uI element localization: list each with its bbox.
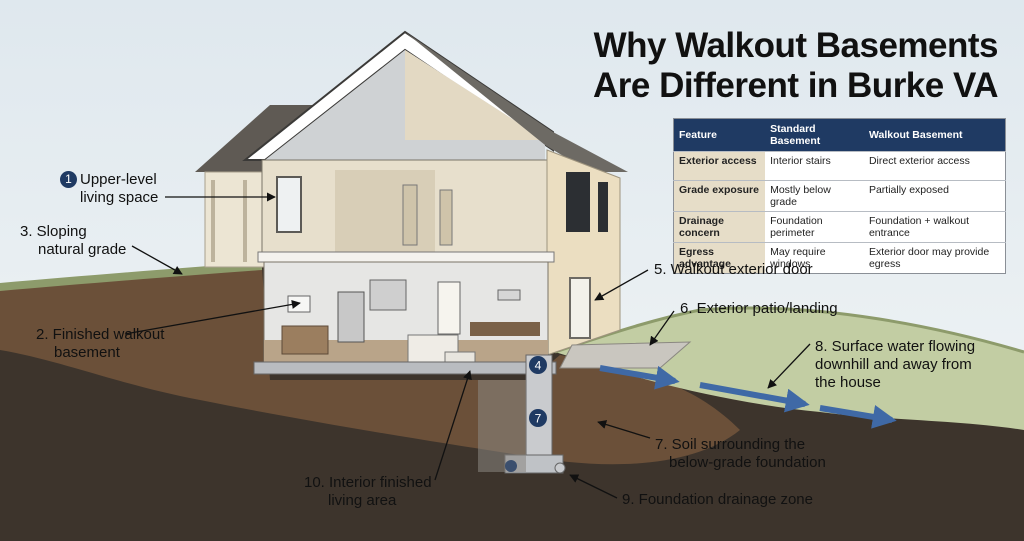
grass-left: [0, 262, 262, 291]
callout-text: living area: [328, 492, 397, 509]
table-cell: Exterior door may provide egress: [863, 242, 1006, 274]
table-cell: Exterior access: [673, 151, 766, 181]
table-row: Grade exposure Mostly below grade Partia…: [673, 180, 1006, 212]
callout-text: downhill and away from: [815, 356, 972, 373]
table-cell: Foundation perimeter: [765, 211, 864, 243]
table-cell: Direct exterior access: [863, 151, 1006, 181]
table-cell: Foundation + walkout entrance: [863, 211, 1006, 243]
table-cell: Grade exposure: [673, 180, 766, 212]
callout-drainage-zone: 9. Foundation drainage zone: [622, 491, 813, 509]
table-cell: May require windows: [765, 242, 864, 274]
callout-text: basement: [54, 344, 120, 361]
table-cell: Egress advantage: [673, 242, 766, 274]
callout-text: 8. Surface water flowing: [815, 338, 976, 355]
callout-text: the house: [815, 374, 881, 391]
table-cell: Partially exposed: [863, 180, 1006, 212]
callout-surface-water: 8. Surface water flowing downhill and aw…: [815, 338, 975, 392]
callout-number-badge: 1: [60, 171, 77, 188]
table-row: Egress advantage May require windows Ext…: [673, 242, 1006, 274]
table-cell: Drainage concern: [673, 211, 766, 243]
callout-text: 5. Walkout exterior door: [654, 261, 813, 278]
leader-lines: [124, 192, 811, 499]
callout-finished-basement: 2. Finished walkout basement: [36, 326, 164, 362]
comparison-table: Feature Standard Basement Walkout Baseme…: [673, 118, 1006, 274]
callout-text: living space: [80, 189, 159, 206]
table-header: Walkout Basement: [863, 118, 1006, 152]
water-arrow-2: [699, 382, 810, 413]
callout-text: natural grade: [38, 241, 127, 258]
callout-patio: 6. Exterior patio/landing: [680, 300, 838, 318]
callout-text: below-grade foundation: [669, 454, 826, 471]
table-row: Drainage concern Foundation perimeter Fo…: [673, 211, 1006, 243]
svg-text:7: 7: [535, 412, 542, 426]
grass-right: [555, 308, 1024, 430]
soil-band: [0, 268, 740, 465]
walkout-door: [569, 277, 591, 339]
page-title: Why Walkout Basements Are Different in B…: [578, 26, 999, 106]
svg-text:4: 4: [535, 359, 542, 373]
water-arrow-1: [599, 365, 680, 390]
marker-4: [529, 356, 547, 374]
callout-soil: 7. Soil surrounding the below-grade foun…: [655, 436, 826, 472]
basement-slab: [253, 361, 557, 375]
marker-7: [529, 409, 547, 427]
callout-text: Upper-level: [80, 171, 157, 188]
table-cell: Interior stairs: [765, 151, 864, 181]
table-cell: Mostly below grade: [765, 180, 864, 212]
callout-text: 6. Exterior patio/landing: [680, 300, 838, 317]
callout-interior-living: 10. Interior finished living area: [304, 474, 432, 510]
table-header: Feature: [673, 118, 766, 152]
title-line-2: Are Different in Burke VA: [593, 66, 999, 105]
gravel-zone: [478, 380, 526, 472]
callout-text: 10. Interior finished: [304, 474, 432, 491]
upper-window: [276, 176, 302, 233]
title-line-1: Why Walkout Basements: [593, 26, 999, 65]
callout-text: 2. Finished walkout: [36, 326, 165, 343]
callout-sloping-grade: 3. Sloping natural grade: [20, 223, 126, 259]
water-arrow-3: [819, 405, 897, 429]
table-header: Standard Basement: [765, 118, 864, 152]
table-row: Exterior access Interior stairs Direct e…: [673, 151, 1006, 181]
callout-text: 3. Sloping: [20, 223, 87, 240]
callout-text: 9. Foundation drainage zone: [622, 491, 813, 508]
floor-slab: [257, 251, 555, 263]
callout-walkout-door: 5. Walkout exterior door: [654, 261, 813, 279]
callout-text: 7. Soil surrounding the: [655, 436, 806, 453]
